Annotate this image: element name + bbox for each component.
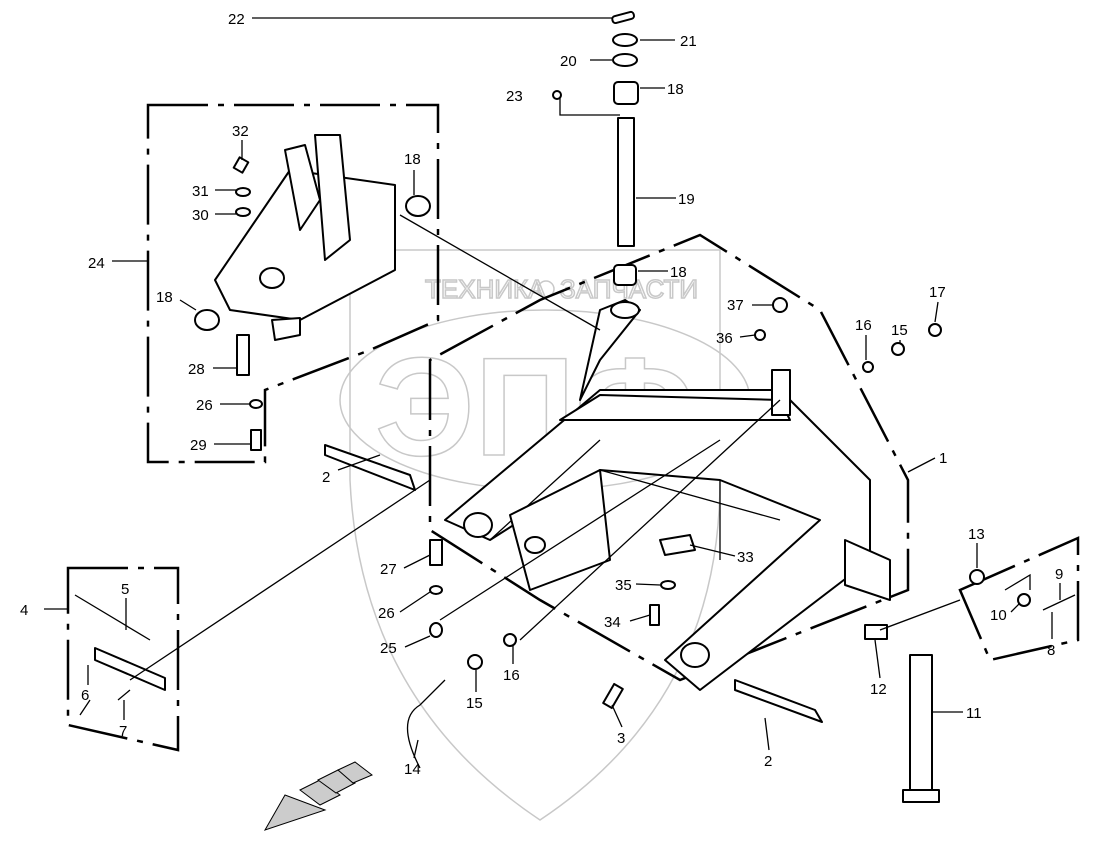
callout-5: 5 — [121, 581, 129, 598]
callout-26: 26 — [196, 397, 213, 414]
callout-23: 23 — [506, 88, 523, 105]
callout-6: 6 — [81, 687, 89, 704]
callout-9: 9 — [1055, 566, 1063, 583]
callout-29: 29 — [190, 437, 207, 454]
callout-18: 18 — [670, 264, 687, 281]
callout-4: 4 — [20, 602, 28, 619]
callout-17: 17 — [929, 284, 946, 301]
callout-16: 16 — [503, 667, 520, 684]
callout-30: 30 — [192, 207, 209, 224]
callout-8: 8 — [1047, 642, 1055, 659]
leader-lines — [44, 17, 1061, 759]
callout-27: 27 — [380, 561, 397, 578]
callout-32: 32 — [232, 123, 249, 140]
watermark-text-left: ТЕХНИКА — [425, 274, 546, 304]
callout-18: 18 — [667, 81, 684, 98]
callout-25: 25 — [380, 640, 397, 657]
callout-3: 3 — [617, 730, 625, 747]
callout-1: 1 — [939, 450, 947, 467]
callout-10: 10 — [990, 607, 1007, 624]
callout-26: 26 — [378, 605, 395, 622]
callout-16: 16 — [855, 317, 872, 334]
callout-33: 33 — [737, 549, 754, 566]
hardware-parts — [74, 297, 1076, 803]
callout-20: 20 — [560, 53, 577, 70]
callout-2: 2 — [322, 469, 330, 486]
pin-part-19 — [552, 10, 639, 286]
callout-22: 22 — [228, 11, 245, 28]
callout-2: 2 — [764, 753, 772, 770]
callout-14: 14 — [404, 761, 421, 778]
callout-11: 11 — [966, 705, 982, 722]
callout-28: 28 — [188, 361, 205, 378]
callout-35: 35 — [615, 577, 632, 594]
callout-13: 13 — [968, 526, 985, 543]
main-frame-part-1 — [444, 299, 891, 691]
callout-12: 12 — [870, 681, 887, 698]
direction-arrow — [263, 761, 373, 831]
callout-34: 34 — [604, 614, 621, 631]
callout-31: 31 — [192, 183, 209, 200]
callout-7: 7 — [119, 723, 127, 740]
callout-19: 19 — [678, 191, 695, 208]
callout-15: 15 — [466, 695, 483, 712]
callout-37: 37 — [727, 297, 744, 314]
callout-18: 18 — [156, 289, 173, 306]
callout-18: 18 — [404, 151, 421, 168]
callout-24: 24 — [88, 255, 105, 272]
callout-21: 21 — [680, 33, 697, 50]
callout-labels: 22 21 20 18 23 19 18 32 31 30 18 24 18 2… — [20, 11, 1063, 778]
callout-15: 15 — [891, 322, 908, 339]
callout-36: 36 — [716, 330, 733, 347]
headstock-part-24 — [194, 134, 431, 451]
